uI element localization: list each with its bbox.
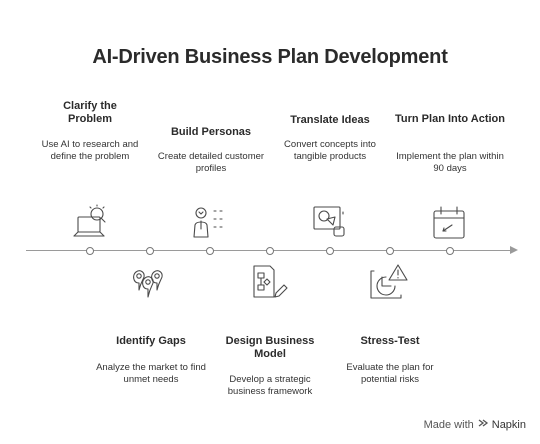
timeline-dot-4 xyxy=(266,247,274,255)
timeline-dot-3 xyxy=(206,247,214,255)
step-2-description: Analyze the market to find unmet needs xyxy=(96,362,206,385)
step-5-title: Translate Ideas xyxy=(290,114,370,126)
timeline-dot-7 xyxy=(446,247,454,255)
footer-brand: Napkin xyxy=(491,418,526,431)
page-title: AI-Driven Business Plan Development xyxy=(92,46,448,68)
napkin-watermark: Made with Napkin xyxy=(424,417,526,432)
persona-chart-icon xyxy=(190,203,230,241)
step-1-title: Clarify the Problem xyxy=(63,100,117,125)
step-7-description: Implement the plan within 90 days xyxy=(396,151,504,174)
step-2-title: Identify Gaps xyxy=(116,335,186,347)
magnifier-laptop-icon xyxy=(70,203,110,239)
step-4-description: Develop a strategic business framework xyxy=(227,374,313,397)
step-5-description: Convert concepts into tangible products xyxy=(284,139,376,162)
timeline-dot-6 xyxy=(386,247,394,255)
timeline-dot-1 xyxy=(86,247,94,255)
timeline-dot-2 xyxy=(146,247,154,255)
step-6-description: Evaluate the plan for potential risks xyxy=(346,362,434,385)
step-7-title: Turn Plan Into Action xyxy=(395,113,505,125)
shapes-product-icon xyxy=(310,203,350,241)
timeline-dot-5 xyxy=(326,247,334,255)
napkin-logo-icon xyxy=(477,417,489,432)
calendar-icon xyxy=(430,203,470,241)
step-3-description: Create detailed customer profiles xyxy=(157,151,265,174)
flowchart-pencil-icon xyxy=(250,263,290,303)
step-1-description: Use AI to research and define the proble… xyxy=(41,139,139,162)
timeline-arrow xyxy=(510,246,518,254)
warning-chart-icon xyxy=(368,263,408,301)
location-pins-icon xyxy=(128,263,168,303)
step-3-title: Build Personas xyxy=(170,126,252,138)
footer-prefix: Made with xyxy=(423,418,474,431)
step-4-title: Design Business Model xyxy=(225,335,315,360)
step-6-title: Stress-Test xyxy=(360,335,420,347)
